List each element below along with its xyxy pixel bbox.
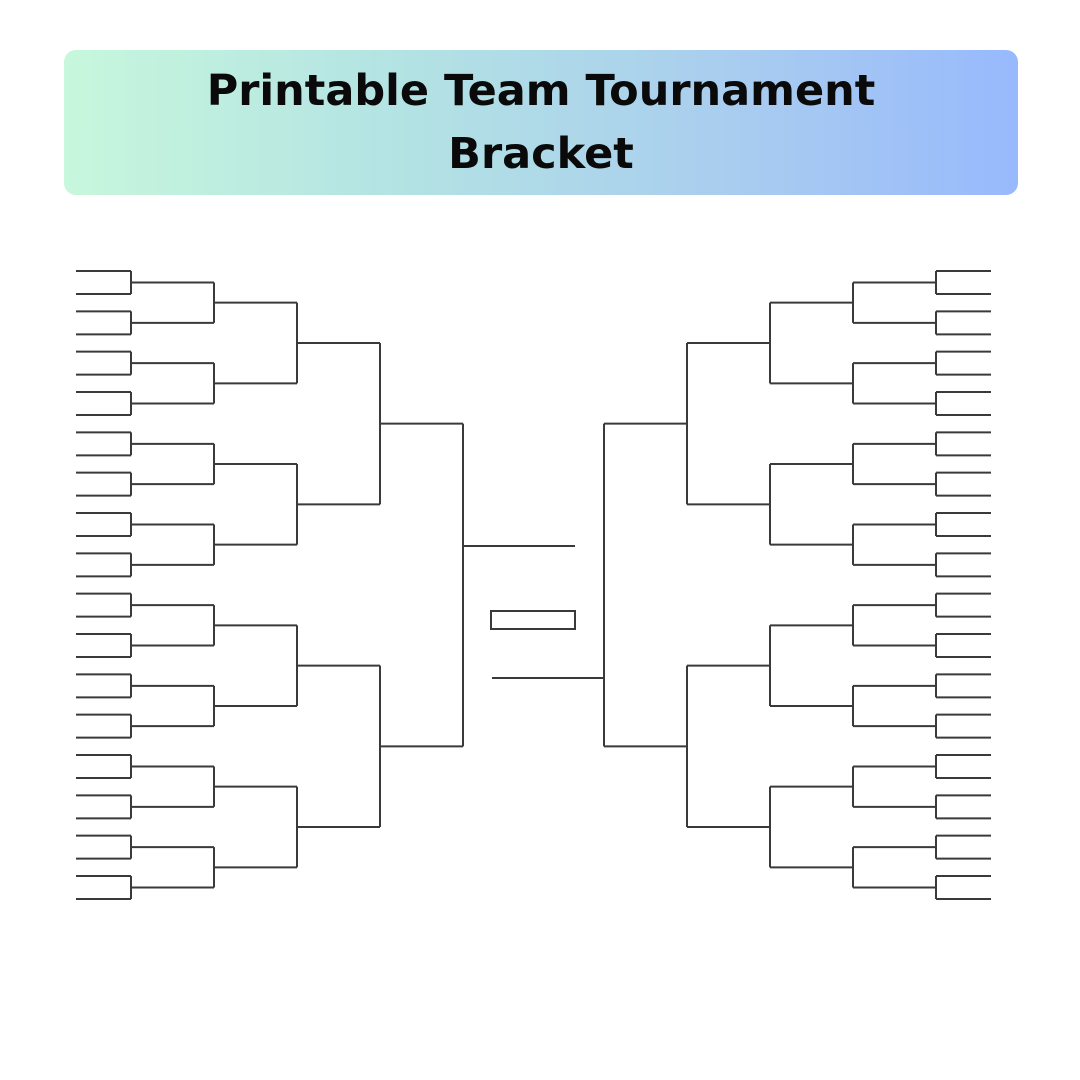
left-bracket [76, 270, 464, 900]
right-bracket [603, 270, 991, 900]
championship-area [463, 545, 604, 679]
champion-box [490, 610, 576, 630]
title-banner: Printable Team Tournament Bracket [64, 50, 1018, 195]
page-title: Printable Team Tournament Bracket [206, 65, 876, 179]
